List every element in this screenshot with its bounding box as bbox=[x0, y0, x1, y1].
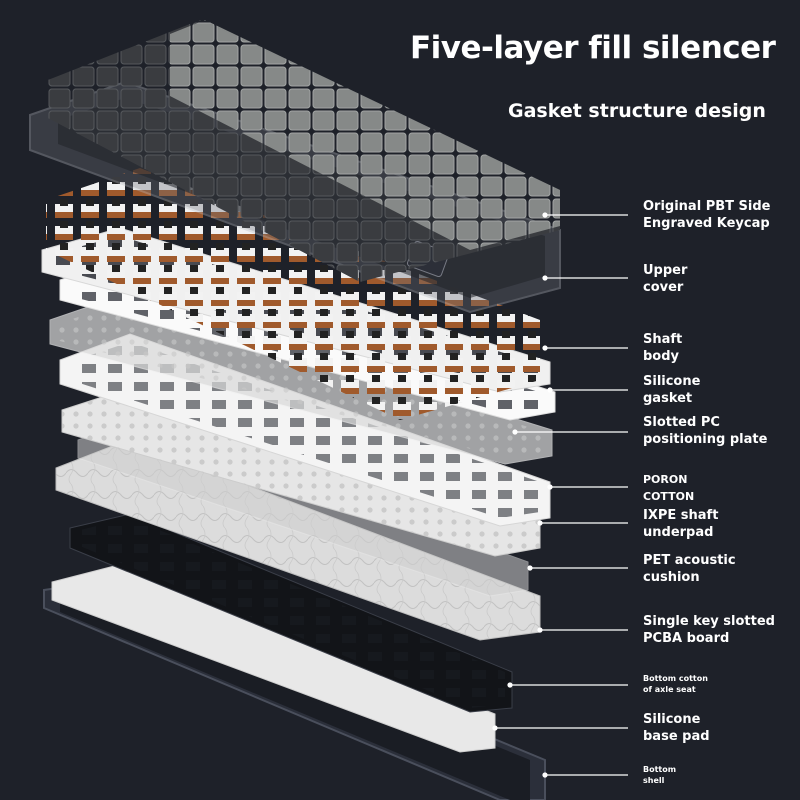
label-upper-cover: Upper cover bbox=[643, 263, 688, 295]
label-bottom-shell: Bottom shell bbox=[643, 765, 677, 785]
subheadline: Gasket structure design bbox=[508, 100, 766, 122]
keycap-layer bbox=[48, 20, 560, 282]
switch-layer bbox=[46, 168, 540, 420]
label-pbt-keycap: Original PBT Side Engraved Keycap bbox=[643, 199, 771, 231]
label-silicone-base-pad: Silicone base pad bbox=[643, 712, 710, 744]
label-bottom-cotton: Bottom cotton of axle seat bbox=[643, 674, 708, 694]
label-pcba-board: Single key slotted PCBA board bbox=[643, 614, 775, 646]
label-silicone-gasket: Silicone gasket bbox=[643, 374, 701, 406]
label-pc-plate: Slotted PC positioning plate bbox=[643, 415, 768, 447]
leader-lines bbox=[492, 212, 628, 778]
label-poron-cotton: PORON COTTON bbox=[643, 473, 695, 503]
label-ixpe-underpad: IXPE shaft underpad bbox=[643, 508, 719, 540]
headline: Five-layer fill silencer bbox=[410, 30, 776, 66]
label-pet-cushion: PET acoustic cushion bbox=[643, 553, 736, 585]
label-shaft-body: Shaft body bbox=[643, 332, 683, 364]
